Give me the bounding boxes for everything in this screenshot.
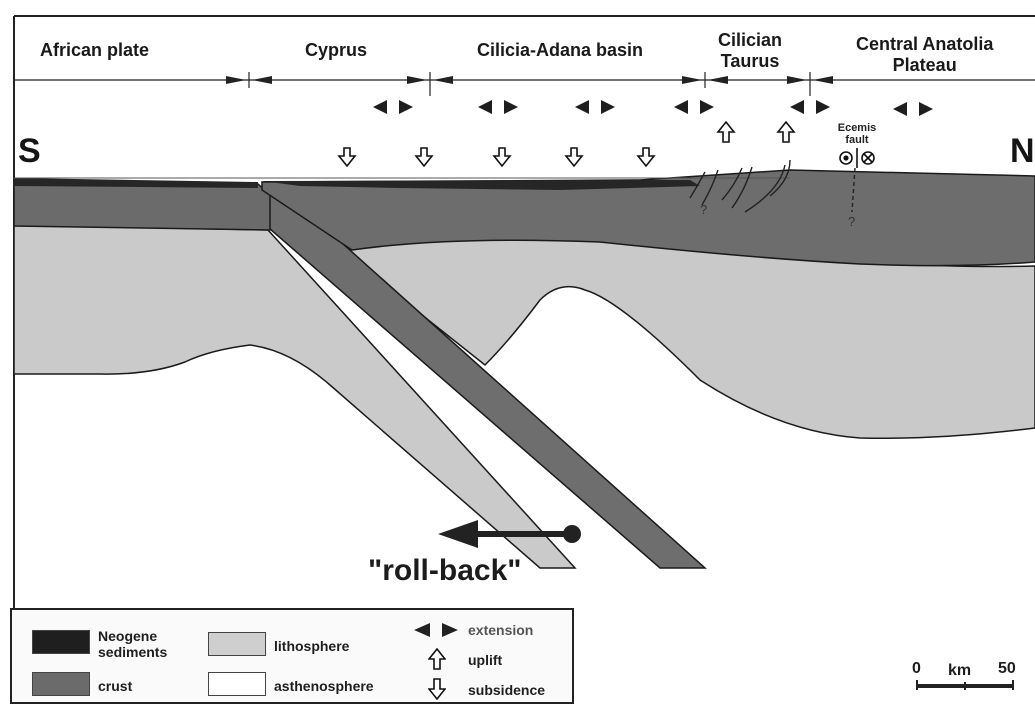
- region-label-cilicia-adana-basin: Cilicia-Adana basin: [477, 40, 643, 61]
- scale-tick-right: [1012, 680, 1014, 690]
- legend-swatch-asthenosphere: [208, 672, 266, 696]
- legend-subsidence-icon: [428, 678, 446, 700]
- uplift-arrows: [718, 122, 794, 142]
- region-label-african-plate: African plate: [40, 40, 149, 61]
- legend-label-extension: extension: [468, 622, 533, 638]
- strike-slip-symbol: [840, 148, 874, 168]
- region-label-cyprus: Cyprus: [305, 40, 367, 61]
- legend-label-uplift: uplift: [468, 652, 502, 668]
- north-label: N: [1010, 132, 1035, 171]
- legend-label-crust: crust: [98, 678, 132, 694]
- scale-unit: km: [948, 662, 971, 680]
- ecemis-fault-label: Ecemis fault: [827, 122, 887, 146]
- legend-label-subsidence: subsidence: [468, 682, 545, 698]
- legend-label-asthenosphere: asthenosphere: [274, 678, 374, 694]
- legend-swatch-sediments: [32, 630, 90, 654]
- region-label-cilician-taurus: Cilician Taurus: [718, 30, 782, 72]
- legend-label-neogene: Neogene sediments: [98, 628, 167, 660]
- scale-tick-left: [916, 680, 918, 690]
- uncertain-mark-ecemis: ?: [848, 214, 855, 229]
- subsidence-arrows: [339, 148, 654, 166]
- legend-uplift-icon: [428, 648, 446, 670]
- legend-extension-icon: [412, 622, 460, 638]
- south-label: S: [18, 132, 41, 171]
- legend-label-lithosphere: lithosphere: [274, 638, 349, 654]
- legend-swatch-crust: [32, 672, 90, 696]
- scale-tick-mid: [964, 682, 966, 690]
- uncertain-mark-taurus: ?: [700, 202, 707, 217]
- region-label-central-anatolia: Central Anatolia Plateau: [856, 34, 993, 76]
- scale-end: 50: [998, 660, 1016, 678]
- scale-bar: 0 km 50: [912, 660, 1022, 700]
- legend: Neogene sediments crust lithosphere asth…: [10, 608, 574, 704]
- rollback-label: "roll-back": [368, 554, 522, 588]
- extension-arrows: [373, 100, 933, 116]
- legend-swatch-lithosphere: [208, 632, 266, 656]
- scale-start: 0: [912, 660, 921, 678]
